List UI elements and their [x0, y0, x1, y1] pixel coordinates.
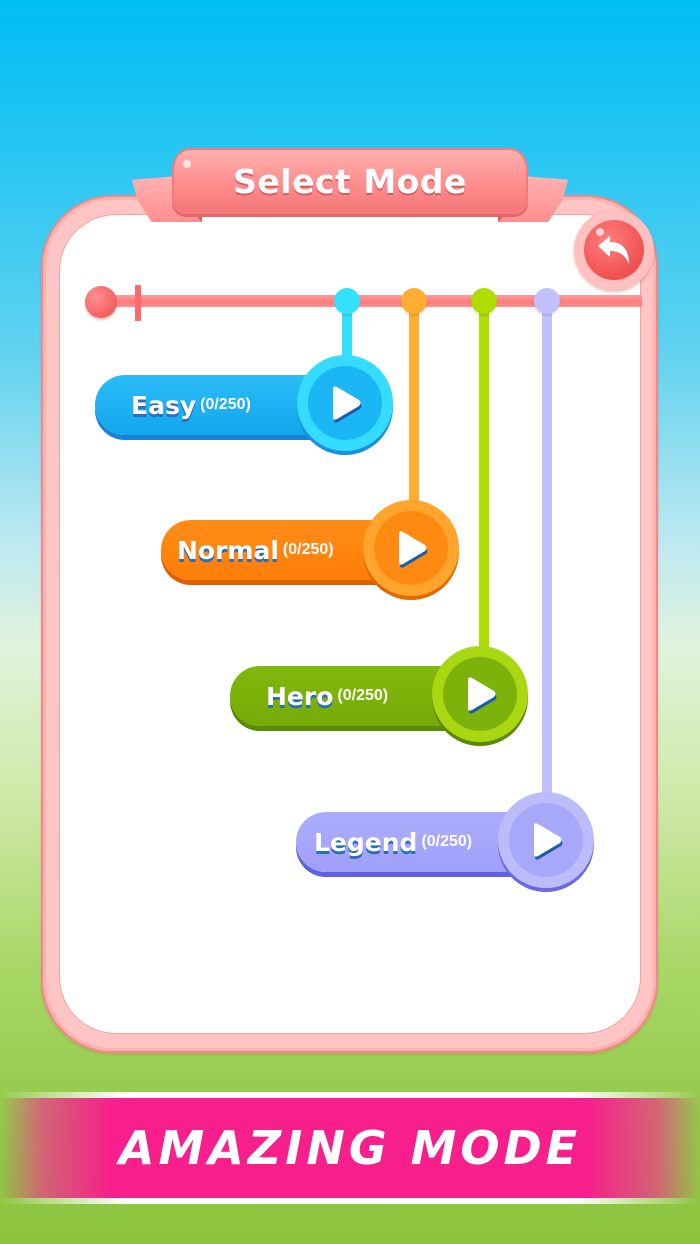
- mode-button-legend[interactable]: Legend (0/250): [296, 792, 596, 888]
- mode-name: Legend: [314, 827, 418, 857]
- progress-knob: [85, 286, 117, 318]
- play-icon: [534, 823, 563, 860]
- play-button-legend[interactable]: [498, 792, 594, 888]
- back-button[interactable]: [574, 210, 654, 290]
- page-title: Select Mode: [233, 161, 467, 201]
- progress-start-tick: [135, 285, 141, 321]
- legend-connector: [542, 300, 552, 798]
- banner-top-line: [0, 1092, 700, 1098]
- play-button-hero[interactable]: [432, 646, 528, 742]
- play-icon: [333, 386, 362, 423]
- normal-connector: [409, 300, 419, 508]
- normal-node: [401, 288, 427, 314]
- mode-button-normal[interactable]: Normal (0/250): [161, 500, 461, 596]
- mode-progress: (0/250): [421, 833, 473, 850]
- ribbon-shine: [183, 160, 191, 168]
- hero-connector: [479, 300, 489, 652]
- easy-connector: [342, 300, 352, 362]
- promo-banner: AMAZING MODE: [0, 1098, 700, 1198]
- mode-name: Normal: [177, 535, 279, 565]
- play-button-normal[interactable]: [363, 500, 459, 596]
- mode-button-easy[interactable]: Easy (0/250): [95, 355, 395, 451]
- mode-progress: (0/250): [200, 396, 251, 413]
- mode-name: Hero: [266, 681, 334, 711]
- play-icon: [399, 531, 428, 568]
- back-arrow-icon: [598, 236, 629, 264]
- legend-node: [534, 288, 560, 314]
- easy-node: [334, 288, 360, 314]
- mode-name: Easy: [131, 390, 197, 420]
- hero-node: [471, 288, 497, 314]
- title-ribbon: Select Mode: [172, 148, 528, 214]
- play-button-easy[interactable]: [297, 355, 393, 451]
- banner-bottom-line: [0, 1198, 700, 1204]
- mode-button-hero[interactable]: Hero (0/250): [230, 646, 530, 742]
- play-icon: [468, 677, 497, 714]
- progress-track: [100, 295, 642, 307]
- mode-progress: (0/250): [282, 541, 334, 558]
- banner-text: AMAZING MODE: [118, 1121, 582, 1175]
- mode-progress: (0/250): [337, 687, 389, 704]
